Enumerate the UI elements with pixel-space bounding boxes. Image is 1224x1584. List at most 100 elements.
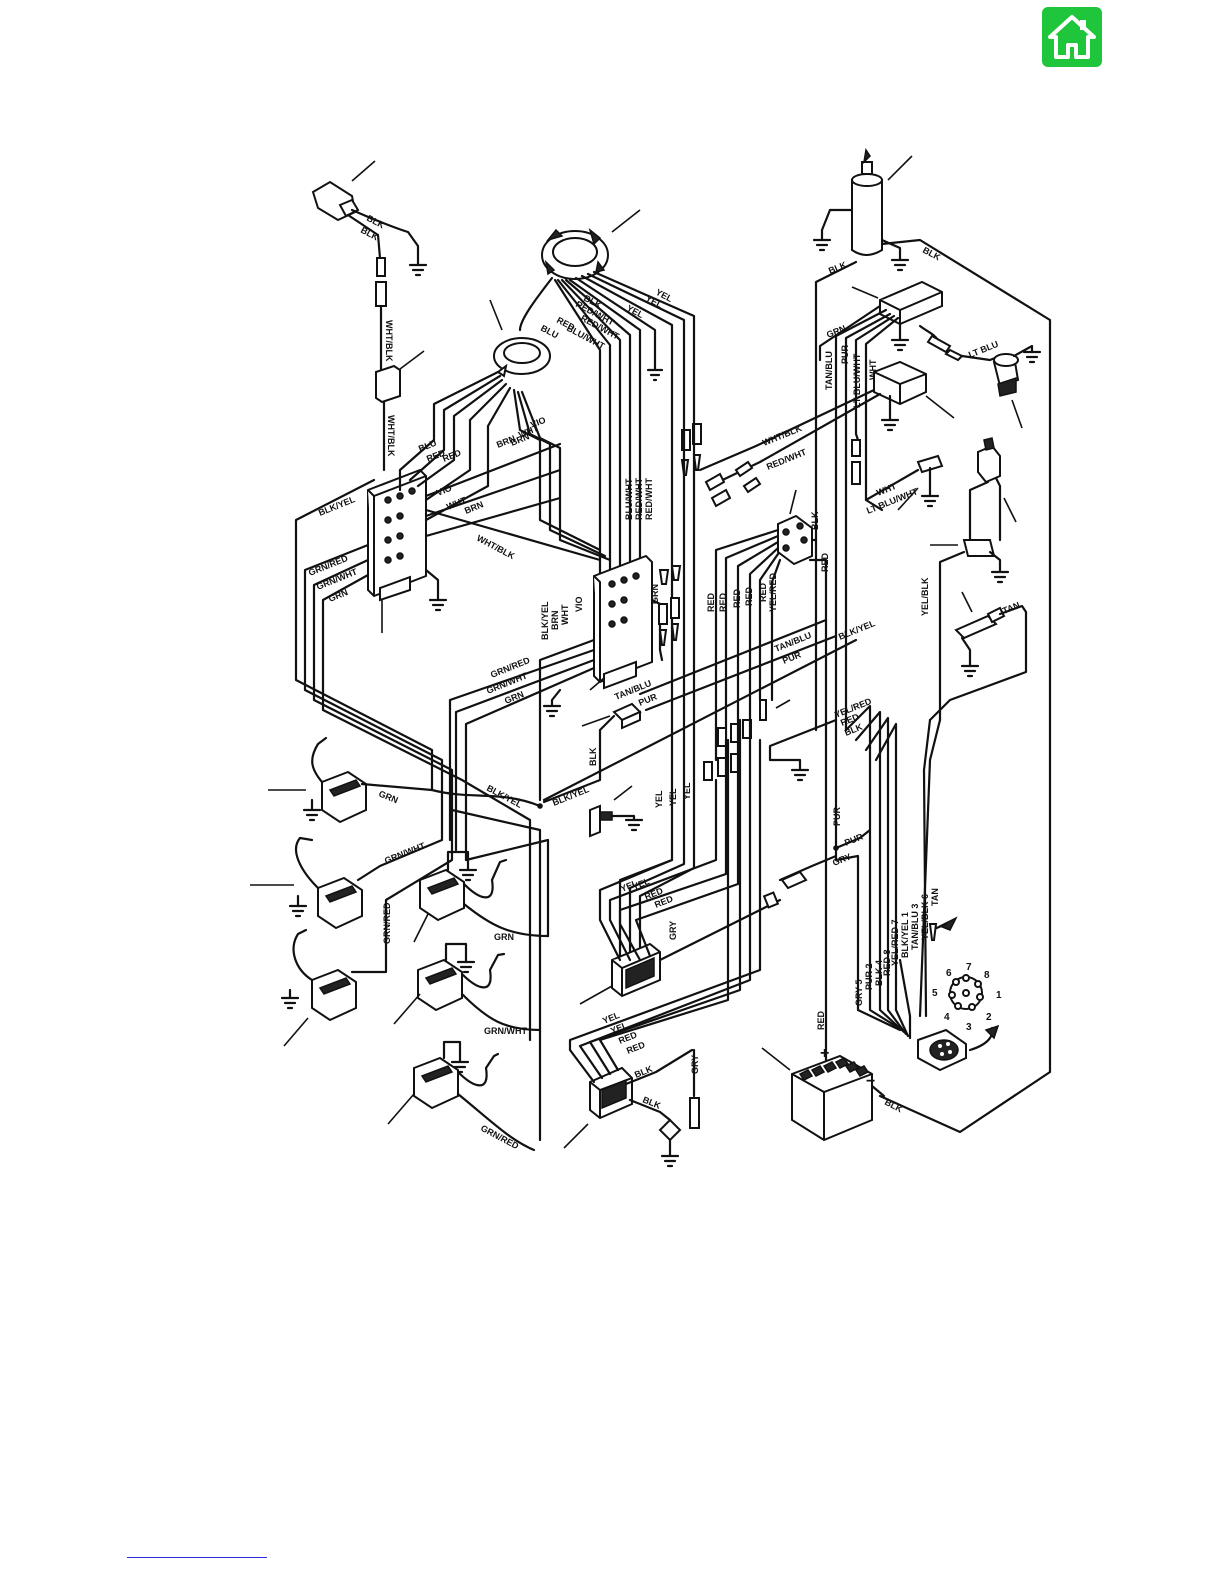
trigger [493,337,551,378]
home-button[interactable] [1042,7,1102,67]
footer-link-underline[interactable] [127,1557,267,1558]
wire-label: BLK/YEL 1 [900,912,910,958]
battery [791,1054,873,1142]
wire-label: GRN [650,584,660,604]
battery-plus: + [820,1045,829,1062]
harness-connector [612,702,642,730]
wire-label: VIO [574,596,584,612]
rectifier-pack-1 [611,942,661,998]
ground-clip [589,804,613,838]
wire-label: PUR 2 [864,963,874,990]
wire-label: PUR [832,806,842,826]
wire-label: BLK/YEL [837,618,877,642]
kill-switch-connector [311,180,360,222]
switch-box-center [593,554,653,690]
wire-label: GRN/RED [479,1123,521,1152]
wire-label: TAN [1001,600,1021,616]
wire-label: RED 8 [882,949,892,976]
wire-label: TAN/BLU [824,351,834,390]
pin-label: 2 [986,1012,992,1023]
wire-label: GRY 5 [854,979,864,1006]
pin-label: 8 [984,970,990,981]
ignition-coil-2 [294,836,363,930]
temp-sender [992,353,1020,397]
pin-label: 6 [946,968,952,979]
wire-label: YEL/BLK 6 [920,894,930,940]
neutral-start-switch [977,437,1001,484]
ignition-coil-5 [417,952,506,1012]
wire-label: WHT/BLK [761,423,804,448]
wire-label: GRN/WHT [484,1026,527,1036]
wire-label: BLK [588,747,598,766]
wire-label: PUR [840,344,850,364]
wire-label: GRN/RED [382,902,392,944]
wire-label: PUR [781,649,803,666]
wire-label: GRN [327,587,349,604]
ignition-coil-6 [413,1052,500,1110]
switch-box-left [367,468,427,602]
wire-label: WHT/BLK [386,415,396,457]
wire-label: RED [732,588,742,608]
wire-label: RED/WHT [644,478,654,520]
voltage-regulator [873,360,927,406]
wire-label: WHT/BLK [384,320,394,362]
pin-label: 7 [966,962,972,973]
wire-label: RED/WHT [634,478,644,520]
wire-label: LT BLU/WHT [852,353,862,408]
pin-label: 1 [996,990,1002,1001]
pin-label: 3 [966,1022,972,1033]
wire-label: YEL [682,782,692,800]
wire-label: GRN [377,789,399,806]
wire-label: WHT/BLK [475,533,517,562]
starter-solenoid [777,514,813,566]
wire-label: YEL [668,788,678,806]
wire-label: YEL/RED [768,572,778,612]
ignition-coil-1 [311,736,367,824]
wire-label: RED [706,592,716,612]
battery-minus: − [866,1073,875,1090]
wire-label: BLK [810,511,820,530]
wire-label: TAN [930,888,940,906]
wire-label: TAN/BLU 3 [910,904,920,950]
wire-label: GRY [690,1055,700,1074]
ignition-coil-3 [292,928,357,1022]
wire-label: BLU [539,323,560,341]
wire-label: GRN/WHT [383,840,427,866]
wire-label: BLU/WHT [624,478,634,520]
wire-label: BLK/YEL [540,601,550,640]
wire-label: BLK/YEL [317,494,357,518]
wire-label: RED [816,1010,826,1030]
wire-label: RED [718,592,728,612]
overheat-switch [954,606,1006,640]
pin-label: 5 [932,988,938,999]
wire-label: YEL [654,790,664,808]
stator [541,227,609,280]
wire-label: RED/WHT [765,447,808,472]
wire-label: BLK/YEL [551,784,591,808]
resistor-module [375,364,401,404]
home-icon [1048,15,1096,59]
wire-label: GRY [668,921,678,940]
wire-label: VIO [435,483,453,498]
plug-pin-face [948,974,984,1011]
ignition-coil-4 [419,858,508,922]
wire-label: BLK [921,245,942,263]
wire-label: YEL/BLK [920,577,930,616]
starter-motor [851,148,883,256]
wire-label: RED [758,582,768,602]
wire-label: RED [820,552,830,572]
wire-label: BRN [550,611,560,631]
wire-label: RED [744,586,754,606]
rectifier-pack-2 [589,1066,633,1120]
wire-label: WHT [560,604,570,625]
wire-label: BLK [827,259,848,275]
wire-label: PUR [843,831,865,848]
wire-label: WHT [868,359,878,380]
wire-label: BLK 4 [874,960,884,986]
harness-plug [917,1028,967,1072]
wire-label: GRN [494,932,514,942]
wire-label: YEL/RED 7 [890,919,900,966]
wire-label: BLK [883,1097,904,1115]
pin-label: 4 [944,1012,950,1023]
